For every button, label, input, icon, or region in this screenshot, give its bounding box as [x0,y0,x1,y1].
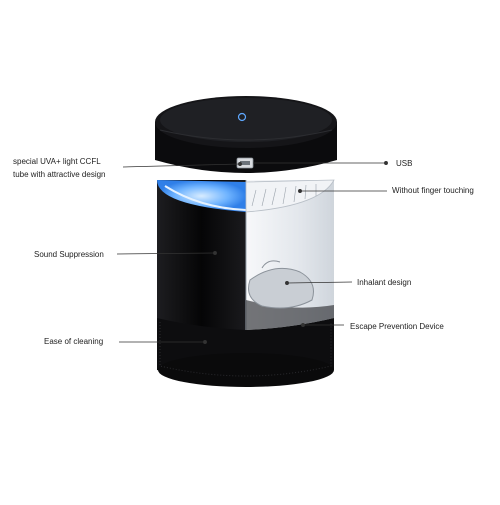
uv-light-ring [157,179,335,213]
callout-escape-prevention: Escape Prevention Device [350,322,444,331]
callout-ease-of-cleaning: Ease of cleaning [44,337,104,346]
callout-inhalant-design: Inhalant design [357,278,412,287]
bottom-grille-base [157,315,334,387]
top-cap [155,96,337,173]
inhalant-funnel [248,260,314,309]
power-button-icon[interactable] [237,112,247,122]
callout-usb: USB [396,159,413,168]
callout-sound-suppression: Sound Suppression [34,250,104,259]
usb-port-slot [240,161,250,165]
leader-lines [116,161,388,344]
callout-uva-light: special UVA+ light CCFL tube with attrac… [13,157,106,179]
callout-without-finger-touching: Without finger touching [392,186,474,195]
